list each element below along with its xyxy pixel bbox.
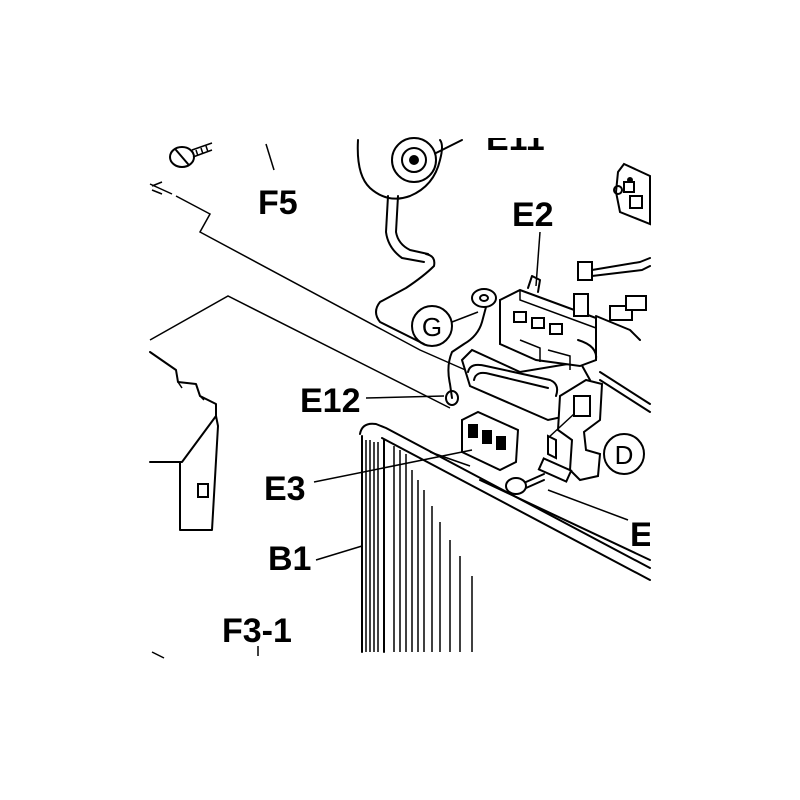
- top-panel-outline: [149, 181, 471, 409]
- ground-ring: [445, 288, 497, 406]
- label-e3: E3: [264, 470, 306, 508]
- relay-bracket: [547, 378, 604, 482]
- circuit-board-top-right: [613, 162, 651, 226]
- label-e11-partial-group: E11: [486, 120, 545, 158]
- label-b1: B1: [268, 540, 311, 578]
- label-e2: E2: [512, 196, 554, 234]
- bottom-edge-fragment: [151, 651, 165, 659]
- label-e11-partial: E11: [486, 120, 545, 158]
- callout-g: G: [411, 305, 479, 347]
- fan-motor: [356, 137, 463, 345]
- callout-d-label: D: [615, 440, 634, 470]
- side-bracket: [149, 351, 219, 531]
- screw-bottom-right: [505, 457, 573, 495]
- label-f5: F5: [258, 184, 298, 222]
- label-e-partial: E: [630, 516, 653, 554]
- control-box: [460, 257, 651, 422]
- terminal-block: [461, 410, 520, 472]
- label-b2-partial-group: B2: [552, 650, 595, 688]
- label-e-partial-group: E: [630, 516, 653, 554]
- callout-d: D: [603, 433, 645, 475]
- screw-top-left: [169, 142, 213, 168]
- label-f3-1: F3-1: [222, 612, 292, 650]
- label-b2-partial: B2: [552, 650, 595, 688]
- heat-exchanger: [359, 422, 651, 653]
- leader-lines: [265, 143, 629, 561]
- label-e12: E12: [300, 382, 361, 420]
- callout-g-label: G: [422, 312, 442, 342]
